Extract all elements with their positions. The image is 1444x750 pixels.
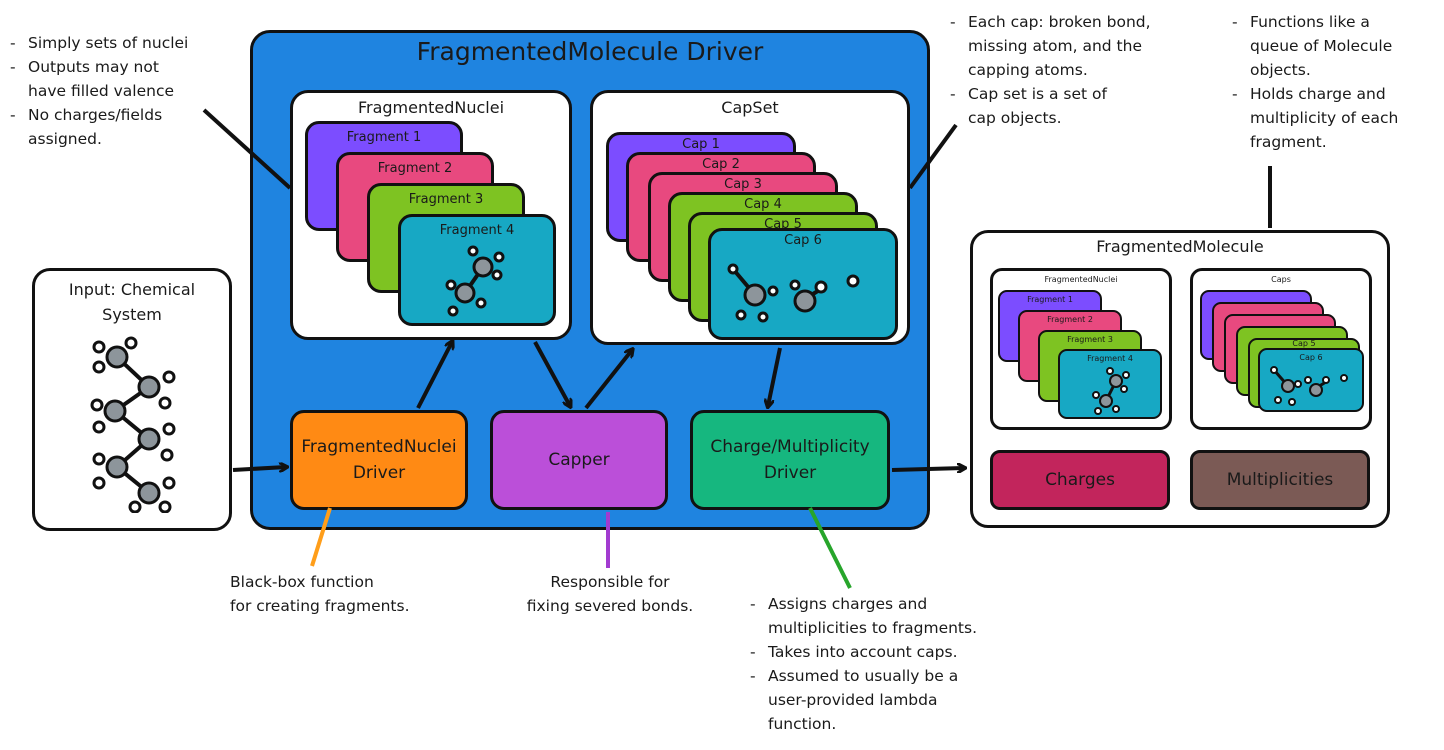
output-fragment-label: Fragment 3 (1067, 335, 1113, 344)
charge-driver-line2: Driver (763, 463, 817, 483)
note-line: Cap set is a set of (968, 85, 1107, 103)
note-line: user-provided lambda (768, 691, 938, 709)
capper-note: Responsible for fixing severed bonds. (510, 570, 710, 618)
note-line: Responsible for (550, 573, 670, 591)
note-line: assigned. (28, 130, 102, 148)
note-line: Outputs may not (28, 58, 159, 76)
note-line: Each cap: broken bond, (968, 13, 1151, 31)
charges-label: Charges (1045, 470, 1115, 490)
driver-title: FragmentedMolecule Driver (416, 37, 764, 66)
cap-label: Cap 3 (724, 177, 762, 192)
output-fragment-label: Fragment 1 (1027, 295, 1073, 304)
molecule-note: Functions like a queue of Molecule objects… (1230, 10, 1398, 154)
output-fragment-label: Fragment 4 (1087, 354, 1133, 363)
nuclei-note: Simply sets of nuclei Outputs may not hav… (8, 31, 188, 151)
note-line: objects. (1250, 61, 1311, 79)
capper-box: Capper (490, 410, 668, 510)
note-line: cap objects. (968, 109, 1062, 127)
capper-label: Capper (548, 450, 610, 470)
output-cap-molecule-icon (1270, 366, 1348, 406)
fragment-label: Fragment 4 (439, 223, 515, 238)
cap-label: Cap 1 (682, 137, 720, 152)
cap-molecule-icon (727, 263, 860, 323)
input-title-line1: Input: Chemical (68, 280, 196, 299)
charge-driver-line1: Charge/Multiplicity (710, 437, 870, 457)
caps-note-item: Cap set is a set of cap objects. (948, 82, 1151, 130)
note-line: Simply sets of nuclei (28, 34, 189, 52)
input-title-line2: System (102, 305, 162, 324)
cap-label: Cap 2 (702, 157, 740, 172)
caps-note-item: Each cap: broken bond, missing atom, and … (948, 10, 1151, 82)
cap-card-6: Cap 6 (708, 228, 898, 340)
molecule-chain-icon (90, 336, 176, 513)
nuclei-note-item: No charges/fields assigned. (8, 103, 188, 151)
output-cap-partial-label: Cap 5 (1292, 339, 1316, 348)
input-panel: Input: Chemical System (32, 268, 232, 531)
note-line: function. (768, 715, 837, 733)
nuclei-note-item: Simply sets of nuclei (8, 31, 188, 55)
note-line: have filled valence (28, 82, 175, 100)
output-fragment-label: Fragment 2 (1047, 315, 1093, 324)
cap-label: Cap 6 (784, 233, 822, 248)
input-title: Input: Chemical System (35, 277, 229, 327)
output-fragment-4: Fragment 4 (1058, 349, 1162, 419)
cap-label: Cap 4 (744, 197, 782, 212)
note-line: queue of Molecule (1250, 37, 1393, 55)
capset-title: CapSet (721, 98, 779, 117)
fragment-card-4: Fragment 4 (398, 214, 556, 326)
caps-note: Each cap: broken bond, missing atom, and … (948, 10, 1151, 130)
note-line: fixing severed bonds. (526, 597, 694, 615)
note-line: Holds charge and (1250, 85, 1386, 103)
multiplicities-box: Multiplicities (1190, 450, 1370, 510)
nuclei-driver-note: Black-box function for creating fragment… (230, 570, 410, 618)
note-line: multiplicity of each (1250, 109, 1399, 127)
charges-box: Charges (990, 450, 1170, 510)
fragmented-nuclei-title: FragmentedNuclei (357, 98, 505, 117)
multiplicities-label: Multiplicities (1226, 470, 1334, 490)
fragment-label: Fragment 2 (377, 161, 453, 176)
output-cap-6: Cap 6 (1258, 348, 1364, 412)
fragment-label: Fragment 3 (408, 192, 484, 207)
note-line: Assumed to usually be a (768, 667, 959, 685)
output-fragment-molecule-icon (1092, 367, 1130, 415)
charge-note-item: Assumed to usually be a user-provided lam… (748, 664, 977, 736)
note-line: Takes into account caps. (768, 643, 958, 661)
output-cap-label: Cap 6 (1299, 353, 1323, 362)
note-line: Black-box function (230, 573, 374, 591)
note-line: fragment. (1250, 133, 1327, 151)
charge-note-item: Takes into account caps. (748, 640, 977, 664)
molecule-note-item: Functions like a queue of Molecule objects… (1230, 10, 1398, 82)
fragment-molecule-icon (445, 245, 505, 317)
note-line: Assigns charges and (768, 595, 928, 613)
note-line: No charges/fields (28, 106, 163, 124)
charge-driver-note: Assigns charges and multiplicities to fra… (748, 592, 977, 736)
output-nuclei-title: FragmentedNuclei (1044, 275, 1118, 284)
fragment-label: Fragment 1 (346, 130, 422, 145)
charge-note-item: Assigns charges and multiplicities to fra… (748, 592, 977, 640)
note-line: multiplicities to fragments. (768, 619, 978, 637)
note-line: missing atom, and the (968, 37, 1142, 55)
note-line: for creating fragments. (230, 597, 410, 615)
nuclei-driver-line1: FragmentedNuclei (301, 437, 457, 457)
output-caps-title: Caps (1271, 275, 1291, 284)
nuclei-note-item: Outputs may not have filled valence (8, 55, 188, 103)
nuclei-driver-line2: Driver (352, 463, 406, 483)
molecule-note-item: Holds charge and multiplicity of each frag… (1230, 82, 1398, 154)
fragmented-molecule-title: FragmentedMolecule (1096, 237, 1264, 256)
note-line: Functions like a (1250, 13, 1370, 31)
note-line: capping atoms. (968, 61, 1088, 79)
